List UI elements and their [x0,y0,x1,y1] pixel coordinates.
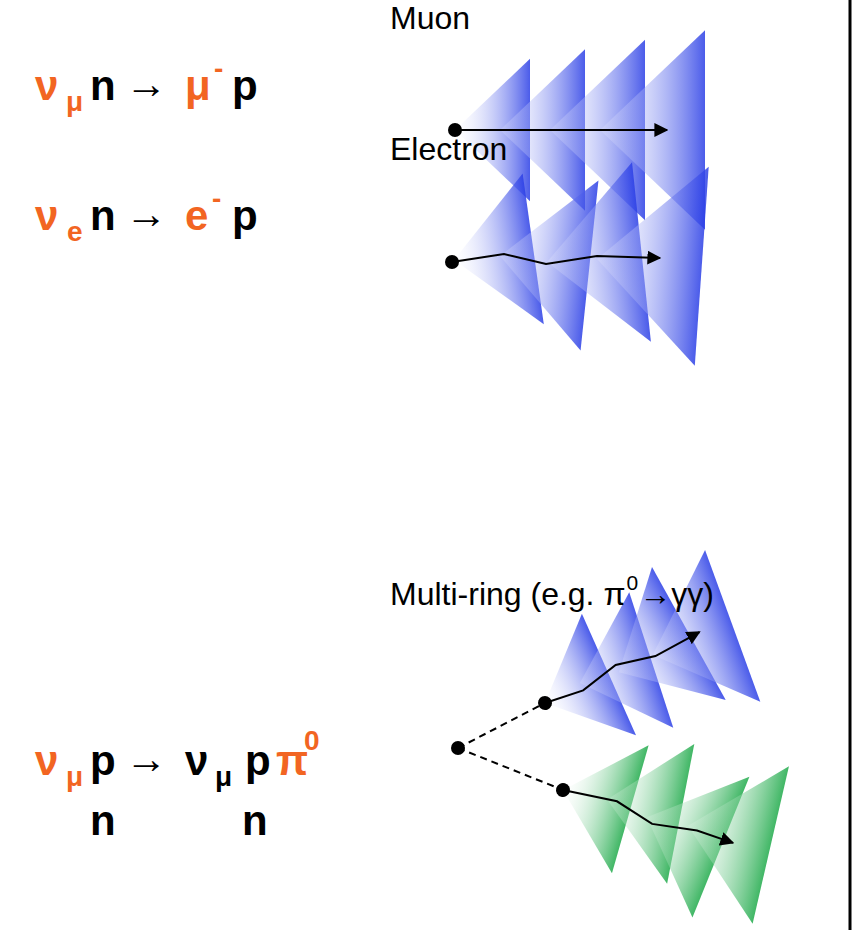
superscript: - [212,185,221,213]
superscript: 0 [304,727,320,755]
ring-label: Muon [390,2,470,34]
particle-symbol: n [242,800,268,842]
particle-symbol: ν [35,740,58,782]
particle-symbol: n [90,195,116,237]
particle-symbol: ν [35,195,58,237]
gamma-shower-green [532,706,797,934]
subscript: μ [66,763,83,791]
particle-symbol: n [90,800,116,842]
particle-symbol: μ [185,65,211,107]
reaction-arrow: → [125,63,167,105]
particle-symbol: π [276,740,308,782]
electron-cones [443,159,708,365]
reaction-arrow: → [125,193,167,235]
particle-symbol: ν [185,740,208,782]
ring-label: →γγ) [639,578,714,610]
divider-line [849,0,852,930]
particle-symbol: p [232,65,258,107]
particle-symbol: e [185,195,208,237]
reaction-arrow: → [125,738,167,780]
particle-symbol: p [90,740,116,782]
particle-symbol: p [232,195,258,237]
ring-label: Multi-ring (e.g. π [390,578,625,610]
particle-symbol: ν [35,65,58,107]
ring-label: Electron [390,133,507,165]
superscript: 0 [626,572,638,593]
subscript: e [67,218,83,246]
pi0-decay-lines [451,703,563,790]
particle-symbol: p [245,740,271,782]
particle-symbol: n [90,65,116,107]
subscript: μ [215,763,232,791]
subscript: μ [66,88,83,116]
superscript: - [214,55,223,83]
